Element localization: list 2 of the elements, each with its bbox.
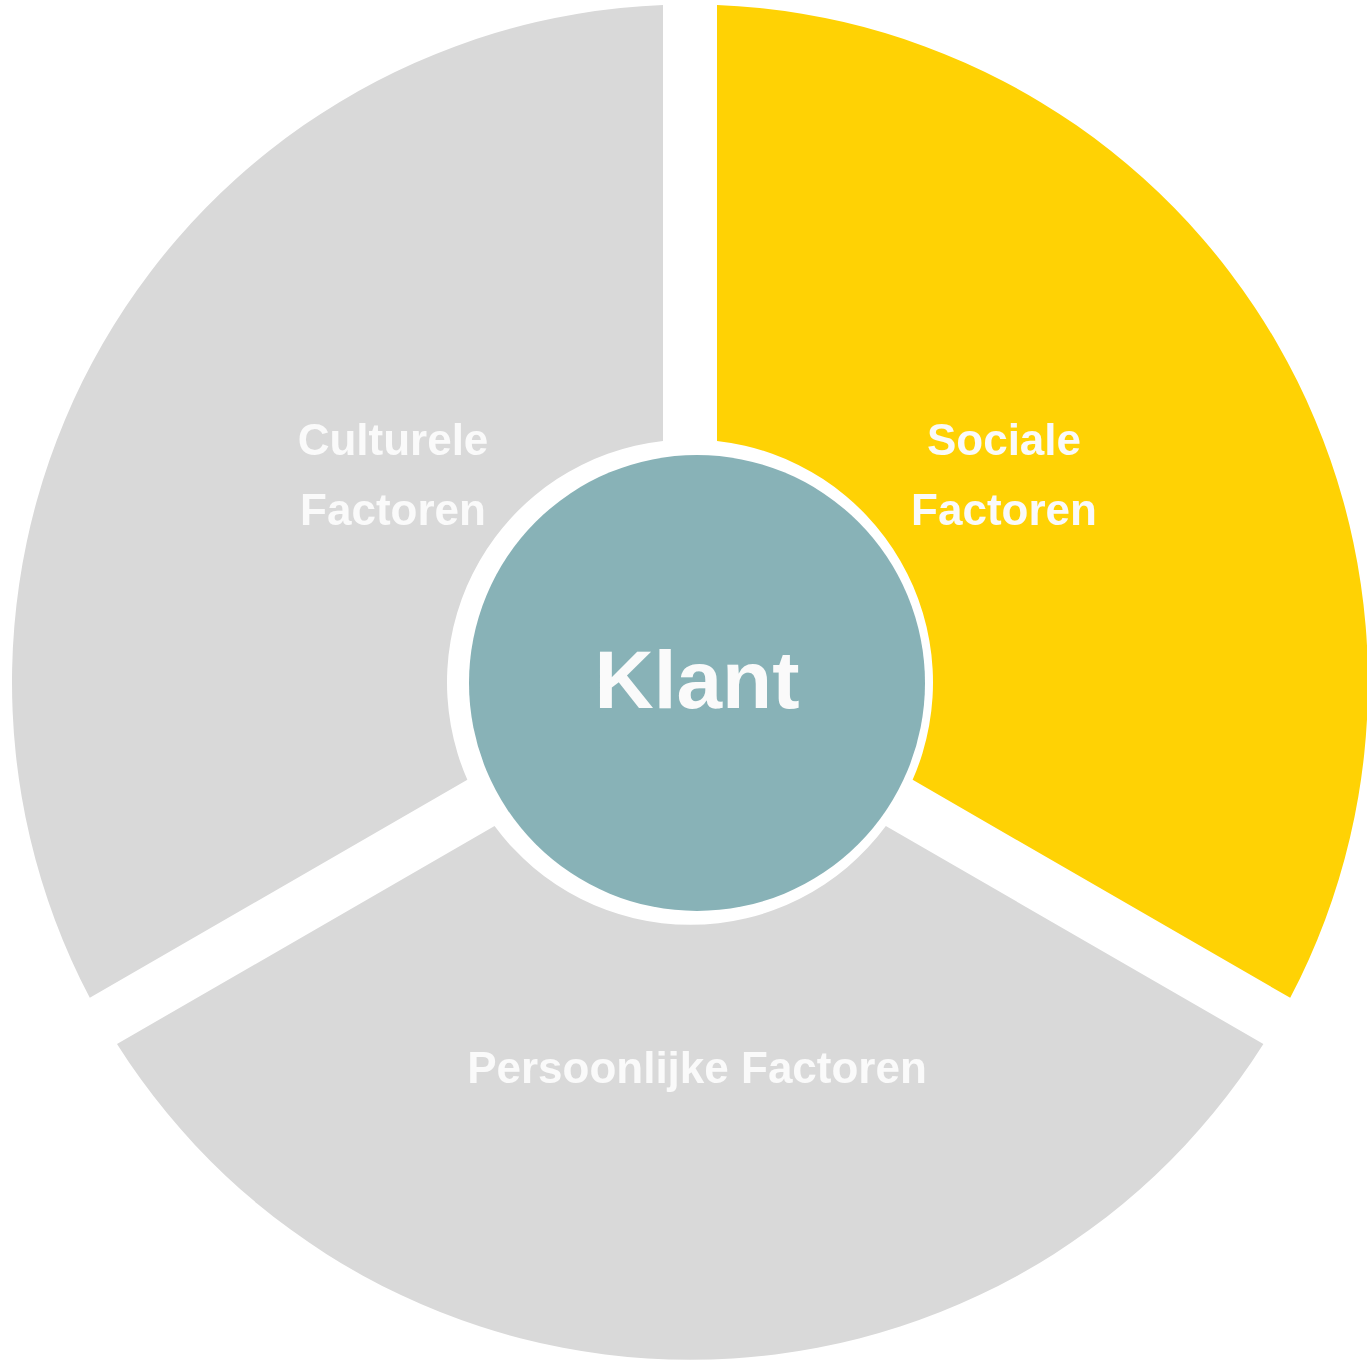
- segment-label: Sociale Factoren: [910, 413, 1098, 536]
- center-label: Klant: [593, 633, 801, 728]
